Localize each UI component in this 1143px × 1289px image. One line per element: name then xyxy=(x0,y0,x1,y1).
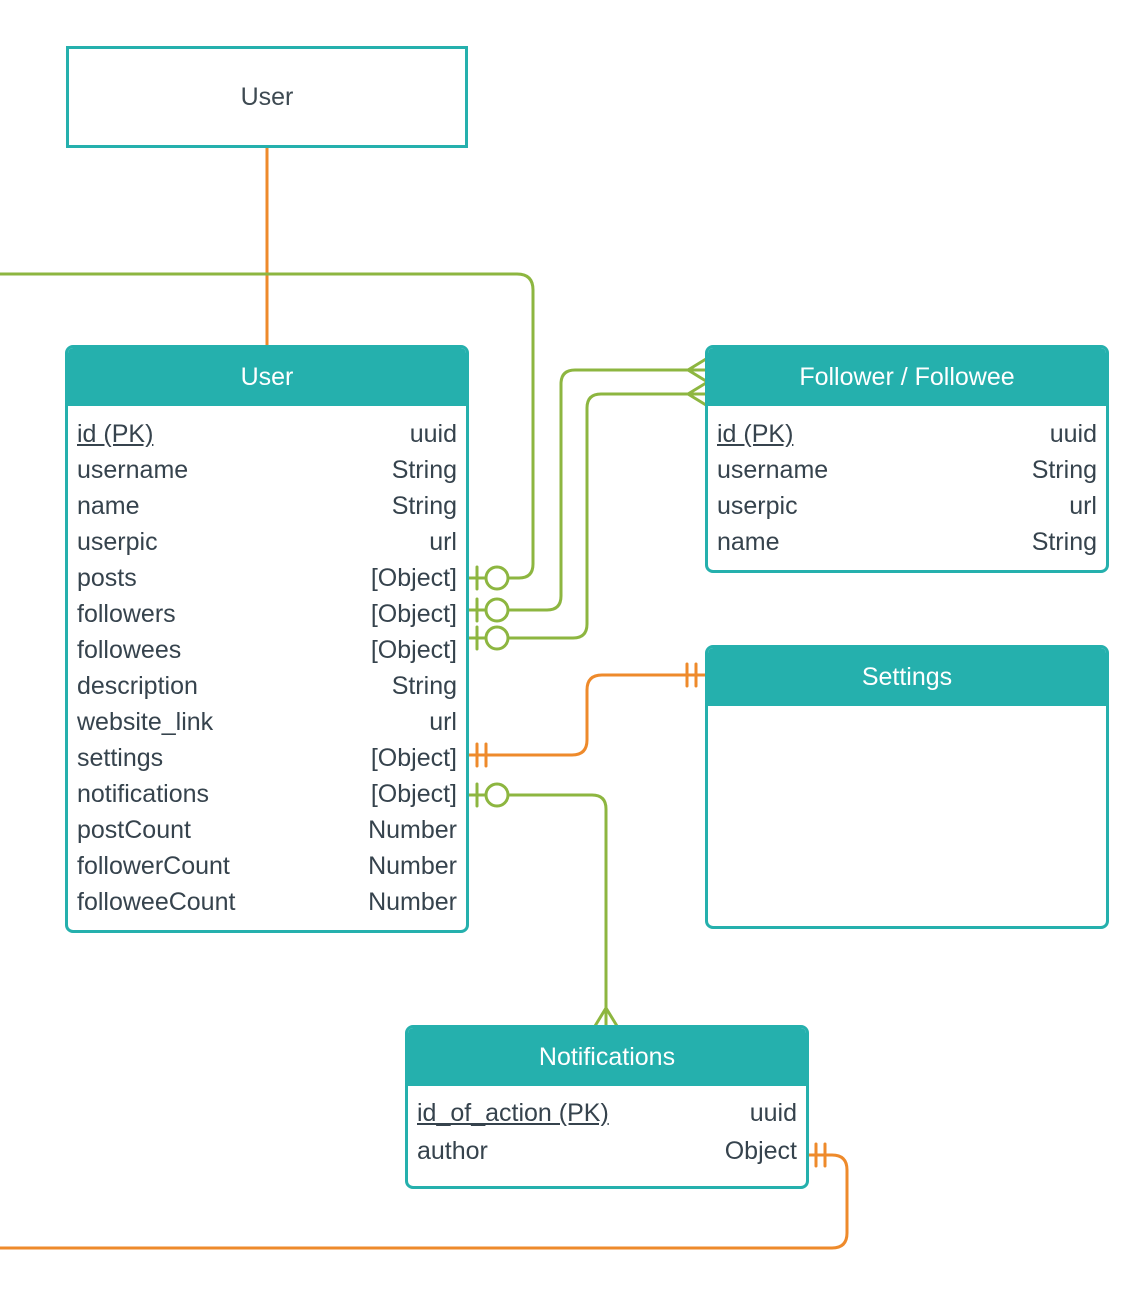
field-row: id (PK) uuid xyxy=(717,416,1097,452)
field-row: notifications [Object] xyxy=(77,776,457,812)
field-row: username String xyxy=(77,452,457,488)
field-name: username xyxy=(77,456,189,484)
notifications-entity-header: Notifications xyxy=(408,1028,806,1086)
followers-many-marker xyxy=(686,357,708,383)
field-type: url xyxy=(1069,492,1097,520)
field-type: url xyxy=(429,708,457,736)
field-name: userpic xyxy=(77,528,158,556)
follower-followee-entity-header: Follower / Followee xyxy=(708,348,1106,406)
field-type: String xyxy=(1031,456,1097,484)
field-type: String xyxy=(391,456,457,484)
field-row: posts [Object] xyxy=(77,560,457,596)
field-name: followeeCount xyxy=(77,888,236,916)
field-row: userpic url xyxy=(77,524,457,560)
field-row: description String xyxy=(77,668,457,704)
field-type: Object xyxy=(724,1137,797,1165)
follower-followee-entity-title: Follower / Followee xyxy=(799,362,1015,391)
field-row: author Object xyxy=(417,1132,797,1170)
field-row: followers [Object] xyxy=(77,596,457,632)
user-box[interactable]: User xyxy=(66,46,468,148)
field-name: id (PK) xyxy=(717,420,794,448)
notifications-entity-fields: id_of_action (PK) uuid author Object xyxy=(408,1086,806,1178)
field-type: String xyxy=(391,672,457,700)
notifications-entity[interactable]: Notifications id_of_action (PK) uuid auth… xyxy=(405,1025,809,1189)
field-name: name xyxy=(77,492,140,520)
settings-one-marker-right xyxy=(685,662,698,688)
notifications-many-marker xyxy=(593,1006,619,1028)
field-name: userpic xyxy=(717,492,798,520)
followers-relation-line xyxy=(506,368,708,612)
field-name: followers xyxy=(77,600,176,628)
followees-zero-or-one-marker xyxy=(466,625,487,651)
field-name: posts xyxy=(77,564,137,592)
field-name: notifications xyxy=(77,780,210,808)
field-row: name String xyxy=(77,488,457,524)
field-type: [Object] xyxy=(370,744,457,772)
field-row: id (PK) uuid xyxy=(77,416,457,452)
author-one-marker xyxy=(814,1142,827,1168)
field-type: [Object] xyxy=(370,780,457,808)
field-type: Number xyxy=(368,816,457,844)
posts-zero-or-one-marker xyxy=(466,565,487,591)
user-entity-title: User xyxy=(240,362,294,391)
field-type: String xyxy=(391,492,457,520)
field-type: Number xyxy=(368,888,457,916)
field-row: userpic url xyxy=(717,488,1097,524)
field-name: followees xyxy=(77,636,182,664)
field-name: username xyxy=(717,456,829,484)
settings-entity[interactable]: Settings xyxy=(705,645,1109,929)
field-name: id_of_action (PK) xyxy=(417,1099,609,1127)
settings-entity-header: Settings xyxy=(708,648,1106,706)
settings-one-marker-left xyxy=(475,742,488,768)
field-type: uuid xyxy=(1049,420,1097,448)
field-type: [Object] xyxy=(370,636,457,664)
settings-relation-line xyxy=(466,673,708,757)
field-row: website_link url xyxy=(77,704,457,740)
field-type: url xyxy=(429,528,457,556)
field-type: String xyxy=(1031,528,1097,556)
field-name: postCount xyxy=(77,816,191,844)
posts-relation-line xyxy=(0,272,535,580)
followees-relation-line xyxy=(506,392,708,640)
followers-zero-or-one-marker xyxy=(466,597,487,623)
field-name: followerCount xyxy=(77,852,230,880)
field-row: settings [Object] xyxy=(77,740,457,776)
field-row: username String xyxy=(717,452,1097,488)
settings-entity-title: Settings xyxy=(861,662,953,691)
followees-many-marker xyxy=(686,381,708,407)
field-row: followerCount Number xyxy=(77,848,457,884)
user-box-label: User xyxy=(240,82,294,111)
field-name: settings xyxy=(77,744,164,772)
field-row: name String xyxy=(717,524,1097,560)
field-name: id (PK) xyxy=(77,420,154,448)
field-row: postCount Number xyxy=(77,812,457,848)
field-name: author xyxy=(417,1137,488,1165)
notifications-entity-title: Notifications xyxy=(538,1042,676,1071)
notifications-relation-line xyxy=(506,793,608,1028)
field-type: uuid xyxy=(409,420,457,448)
notifications-zero-or-one-marker xyxy=(466,782,487,808)
field-type: [Object] xyxy=(370,564,457,592)
user-entity-header: User xyxy=(68,348,466,406)
follower-followee-entity[interactable]: Follower / Followee id (PK) uuid username… xyxy=(705,345,1109,573)
field-type: uuid xyxy=(749,1099,797,1127)
field-type: [Object] xyxy=(370,600,457,628)
field-row: id_of_action (PK) uuid xyxy=(417,1094,797,1132)
field-name: website_link xyxy=(77,708,214,736)
field-name: name xyxy=(717,528,780,556)
field-row: followees [Object] xyxy=(77,632,457,668)
author-relation-line xyxy=(0,1153,849,1250)
field-name: description xyxy=(77,672,198,700)
field-type: Number xyxy=(368,852,457,880)
field-row: followeeCount Number xyxy=(77,884,457,920)
